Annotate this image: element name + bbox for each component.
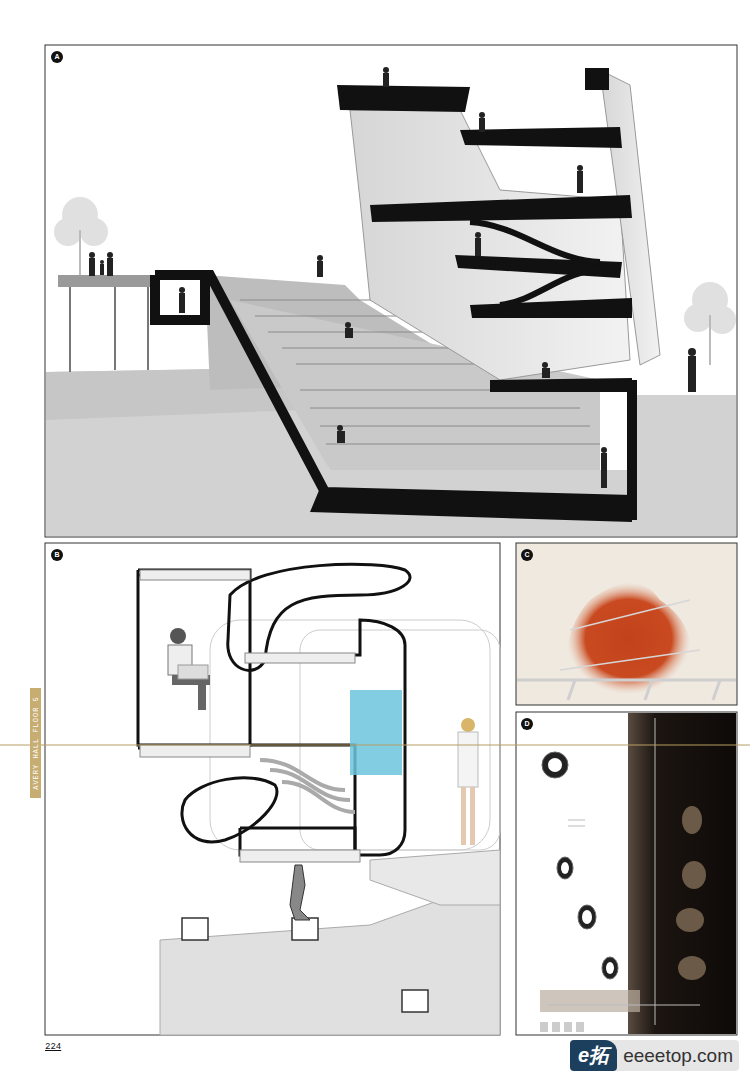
watermark-logo: e拓 [570, 1040, 617, 1071]
watermark: e拓eeeetop.com [570, 1040, 739, 1071]
node-text: B [54, 549, 59, 561]
node-text: A [54, 51, 59, 63]
watermark-text: eeeetop.com [617, 1045, 739, 1067]
panel-badge: B [51, 549, 63, 561]
side-tab: AVERY HALL FLOOR 5 [30, 688, 41, 798]
panel-badge: C [521, 549, 533, 561]
panel-badge: A [51, 51, 63, 63]
panel-badge: D [521, 718, 533, 730]
page-number: 224 [45, 1042, 61, 1052]
node-text: AVERY HALL FLOOR 5 [32, 696, 40, 790]
node-text: D [524, 718, 529, 730]
node-text: C [524, 549, 529, 561]
